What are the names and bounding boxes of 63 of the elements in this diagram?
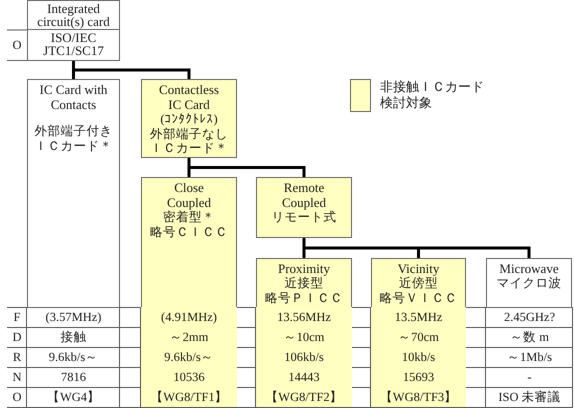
standard-number: 7816 [60, 368, 87, 386]
data-rate-text: 106kb/s [256, 347, 352, 367]
working-group-text: 【WG8/TF3】 [371, 387, 466, 407]
row-header: O [11, 388, 23, 406]
distance-text: ～2mm [141, 327, 237, 347]
card-title: Contactless IC Card [158, 82, 220, 112]
japanese-name: 近接型 [284, 276, 324, 290]
card-title: Vicinity [396, 261, 440, 276]
card-title: Proximity [276, 261, 331, 276]
card-title: Microwave [498, 261, 560, 276]
card-type-box [141, 177, 237, 308]
standard-number: 14443 [256, 367, 352, 387]
card-title: IC Card with Contacts [38, 82, 108, 112]
standard-number: 10536 [141, 367, 237, 387]
card-type-box [256, 258, 352, 308]
card-type-box [141, 79, 237, 158]
card-title: Close Coupled [166, 180, 212, 210]
committee-name: ISO/IEC JTC1/SC17 [42, 30, 105, 59]
abbreviation-text: 略号ＣＩＣＣ [149, 224, 229, 239]
frequency-text: 13.5MHz [371, 307, 466, 327]
legend-text: 非接触ＩＣカード検討対象 [380, 79, 485, 111]
standard-number: - [526, 368, 533, 386]
distance-text: ～70cm [371, 327, 466, 347]
abbreviation-text: 略号ＰＩＣＣ [264, 290, 344, 305]
japanese-name: リモート式 [270, 210, 338, 224]
frequency-text: 13.56MHz [256, 307, 352, 327]
connector-line [188, 158, 306, 177]
distance-text: 接触 [60, 328, 88, 346]
card-type-box [486, 258, 572, 308]
distance-text: ～10cm [256, 327, 352, 347]
frequency-text: (3.57MHz) [44, 308, 102, 326]
frequency-text: 2.45GHz? [502, 308, 556, 326]
japanese-name: 近傍型 [398, 276, 439, 290]
standard-number: 15693 [371, 367, 466, 387]
working-group-text: ISO 未審議 [497, 388, 562, 406]
card-type-box [27, 79, 120, 308]
data-rate-text: 9.6kb/s～ [141, 347, 237, 367]
row-header: D [11, 328, 23, 346]
data-rate-text: 9.6kb/s～ [48, 348, 100, 366]
katakana-name: (ｺﾝﾀｸﾄﾚｽ) [159, 112, 219, 126]
card-type-box [371, 258, 466, 308]
card-type-box [256, 177, 352, 238]
row-header: R [12, 348, 22, 366]
japanese-name: マイクロ波 [496, 276, 562, 290]
frequency-text: (4.91MHz) [141, 307, 237, 327]
card-title: Remote Coupled [280, 180, 328, 210]
working-group-text: 【WG8/TF1】 [141, 387, 237, 407]
japanese-name: 密着型＊ [162, 210, 216, 224]
connector-line [302, 238, 530, 258]
japanese-name: 外部端子付きＩＣカード＊ [34, 124, 114, 153]
japanese-name: 外部端子なしＩＣカード＊ [149, 126, 229, 156]
data-rate-text: ～1Mb/s [506, 348, 553, 366]
row-header: N [11, 368, 23, 386]
abbreviation-text: 略号ＶＩＣＣ [378, 290, 458, 305]
card-title: Integrated circuit(s) card [28, 1, 119, 30]
row-header: O [11, 37, 23, 54]
row-header: F [12, 308, 22, 326]
working-group-text: 【WG8/TF2】 [256, 387, 352, 407]
distance-text: ～数 m [509, 328, 550, 346]
data-rate-text: 10kb/s [371, 347, 466, 367]
working-group-text: 【WG4】 [46, 388, 102, 406]
card-type-box [27, 0, 120, 61]
connector-line [72, 61, 190, 79]
